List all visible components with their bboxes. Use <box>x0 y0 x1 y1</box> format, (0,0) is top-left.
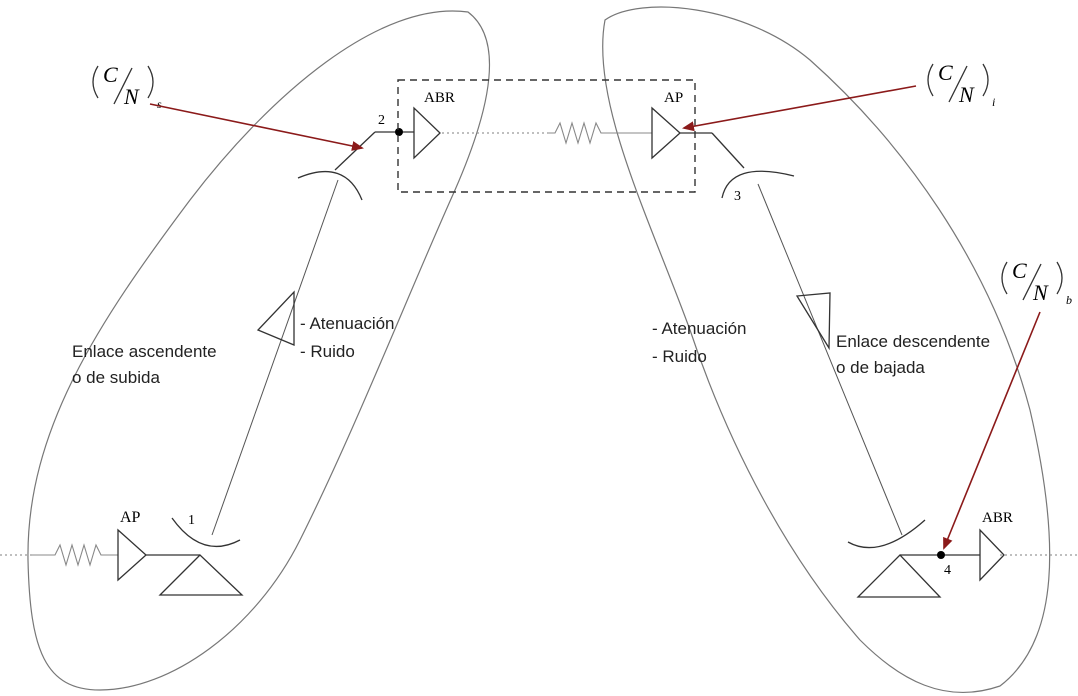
point-4-label: 4 <box>944 563 951 578</box>
right-ground-mount <box>856 554 942 598</box>
svg-text:N: N <box>1032 280 1049 305</box>
satellite-abr-amplifier <box>413 106 441 160</box>
uplink-title-line-2: o de subida <box>72 368 160 387</box>
uplink-effect-2: - Ruido <box>300 342 355 361</box>
right-ground-abr-amplifier <box>979 528 1005 582</box>
uplink-effect-1: - Atenuación <box>300 314 395 333</box>
svg-text:s: s <box>157 97 162 111</box>
cn-i-arrow <box>682 85 917 132</box>
uplink-region-outline <box>27 10 491 691</box>
satellite-transmit-dish <box>721 170 795 199</box>
right-ground-abr-label: ABR <box>982 510 1013 526</box>
point-3-label: 3 <box>734 189 741 204</box>
left-ground-ap-amplifier <box>117 528 147 582</box>
left-ground-dish <box>171 517 241 548</box>
svg-text:C: C <box>103 62 118 87</box>
satellite-transmit-feed <box>711 132 745 169</box>
satellite-receive-feed <box>334 131 376 171</box>
downlink-effect-2: - Ruido <box>652 347 707 366</box>
svg-text:C: C <box>938 60 953 85</box>
svg-text:C: C <box>1012 258 1027 283</box>
svg-text:i: i <box>992 95 995 109</box>
uplink-beam-line <box>211 179 339 536</box>
svg-text:N: N <box>123 84 140 109</box>
downlink-title-line-2: o de bajada <box>836 358 925 377</box>
point-4-dot <box>937 551 945 559</box>
downlink-region-outline <box>602 6 1051 694</box>
cn-b-label: C N b <box>1001 258 1072 307</box>
point-1-label: 1 <box>188 513 195 528</box>
cn-i-label: C N i <box>927 60 995 109</box>
uplink-path-triangle <box>256 290 295 346</box>
svg-text:b: b <box>1066 293 1072 307</box>
downlink-effect-1: - Atenuación <box>652 319 747 338</box>
uplink-title-line-1: Enlace ascendente <box>72 342 217 361</box>
svg-text:N: N <box>958 82 975 107</box>
cn-s-label: C N s <box>92 62 162 111</box>
left-ground-ap-label: AP <box>120 509 141 526</box>
point-2-label: 2 <box>378 113 385 128</box>
satellite-ap-label: AP <box>664 90 683 106</box>
cn-b-arrow <box>943 311 1041 550</box>
right-ground-dish <box>847 519 926 549</box>
transponder-dashed-box <box>397 79 696 193</box>
satellite-receive-dish <box>297 170 363 201</box>
downlink-beam-line <box>757 183 903 536</box>
satellite-abr-label: ABR <box>424 90 455 106</box>
left-ground-mount <box>158 554 244 596</box>
downlink-title-line-1: Enlace descendente <box>836 332 990 351</box>
point-2-dot <box>395 128 403 136</box>
satellite-ap-amplifier <box>651 106 681 160</box>
cn-s-arrow <box>149 103 364 151</box>
transponder-resistor <box>548 121 652 145</box>
left-ground-resistor <box>32 543 118 567</box>
downlink-path-triangle <box>795 292 831 351</box>
